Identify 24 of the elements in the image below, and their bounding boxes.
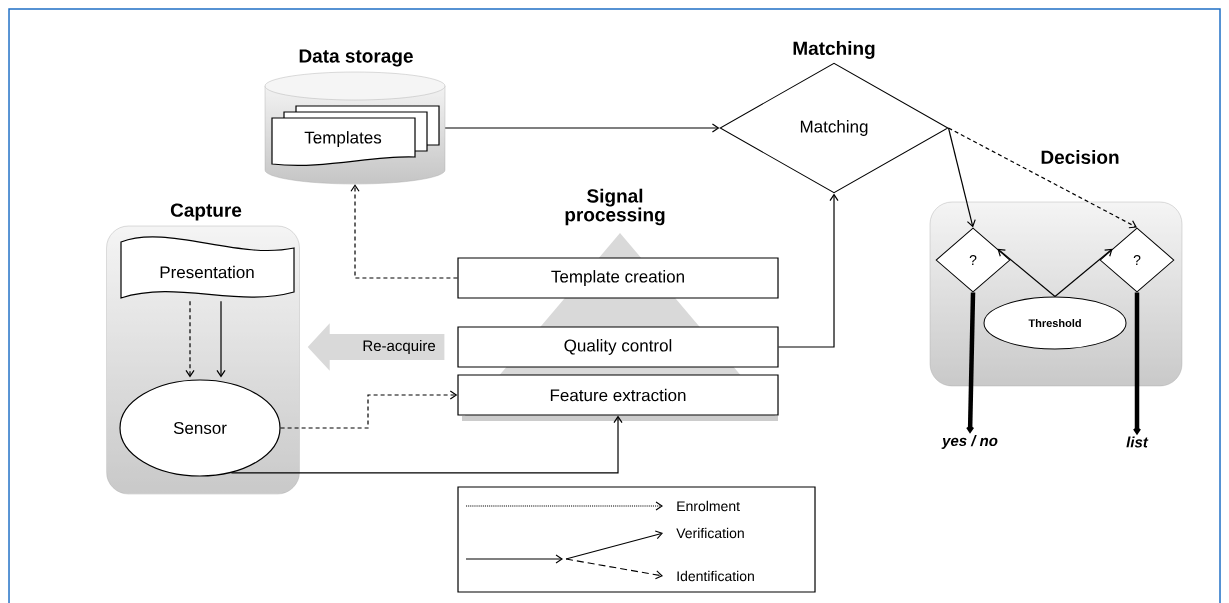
arrow — [280, 390, 458, 429]
arrow — [947, 127, 976, 228]
arrow — [350, 184, 458, 279]
arrow — [216, 300, 226, 378]
heading: Decision — [1041, 150, 1119, 164]
legend-text: Enrolment — [677, 500, 740, 512]
output-label: list — [1126, 436, 1149, 448]
heading: Capture — [170, 203, 242, 221]
arrow — [1133, 292, 1141, 436]
arrow — [997, 248, 1056, 298]
arrow — [778, 193, 839, 348]
arrow — [966, 292, 976, 434]
arrow — [444, 123, 720, 133]
edge-label: Re-acquire — [361, 339, 437, 355]
heading: Data storage — [299, 49, 413, 67]
heading: Signal processing — [565, 188, 665, 226]
arrow — [947, 127, 1137, 229]
legend-text: Identification — [677, 570, 754, 582]
heading: Matching — [793, 41, 875, 59]
arrow — [185, 300, 195, 378]
output-label: yes / no — [941, 435, 998, 449]
arrow — [230, 415, 623, 474]
arrow — [1054, 248, 1113, 298]
legend-text: Verification — [676, 527, 744, 539]
